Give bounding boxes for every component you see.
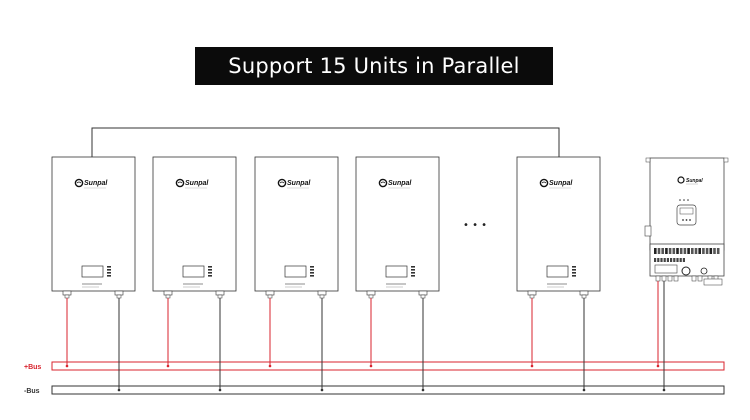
communication-link [91, 127, 560, 157]
inverter-display [676, 204, 697, 226]
more-units-ellipsis: • • • [463, 220, 487, 231]
battery-unit: Sunpal [254, 156, 339, 299]
battery-brand: Sunpal [185, 180, 209, 187]
positive-bus-label: +Bus [24, 364, 41, 371]
battery-unit: Sunpal [51, 156, 136, 299]
battery-brand: Sunpal [549, 180, 573, 187]
battery-display [182, 265, 205, 278]
battery-unit: Sunpal [355, 156, 440, 299]
positive-bus-bar [51, 361, 725, 371]
title-banner: Support 15 Units in Parallel [195, 47, 553, 85]
battery-display [546, 265, 569, 278]
battery-brand: Sunpal [388, 180, 412, 187]
negative-bus-label: -Bus [24, 388, 40, 395]
brand-logo-icon [175, 178, 185, 188]
battery-unit: Sunpal [152, 156, 237, 299]
battery-brand: Sunpal [84, 180, 108, 187]
brand-logo-icon [378, 178, 388, 188]
brand-logo-icon [277, 178, 287, 188]
title-text: Support 15 Units in Parallel [228, 54, 520, 78]
inverter-logo-icon [677, 176, 685, 184]
battery-brand: Sunpal [287, 180, 311, 187]
battery-display [385, 265, 408, 278]
inverter-unit: Sunpal [644, 157, 729, 286]
battery-display [81, 265, 104, 278]
battery-display [284, 265, 307, 278]
brand-logo-icon [74, 178, 84, 188]
brand-logo-icon [539, 178, 549, 188]
inverter-brand: Sunpal [686, 178, 703, 184]
battery-unit: Sunpal [516, 156, 601, 299]
negative-bus-bar [51, 385, 725, 395]
